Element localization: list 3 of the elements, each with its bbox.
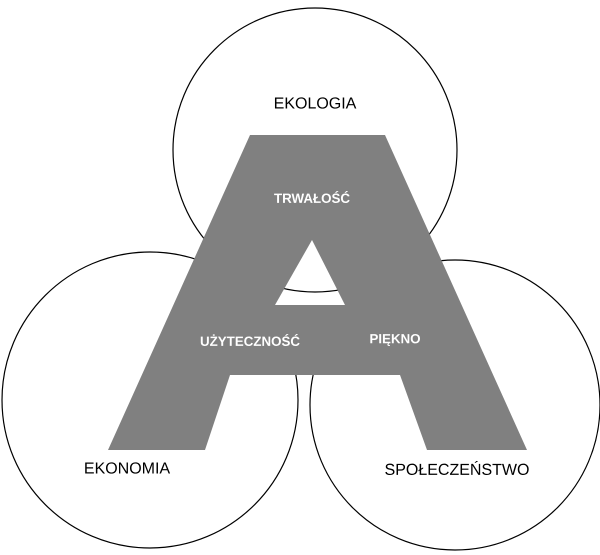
shape-label: PIĘKNO <box>370 334 420 346</box>
shape-label: UŻYTECZNOŚĆ <box>200 334 300 346</box>
shape-label: TRWAŁOŚĆ <box>274 191 350 203</box>
